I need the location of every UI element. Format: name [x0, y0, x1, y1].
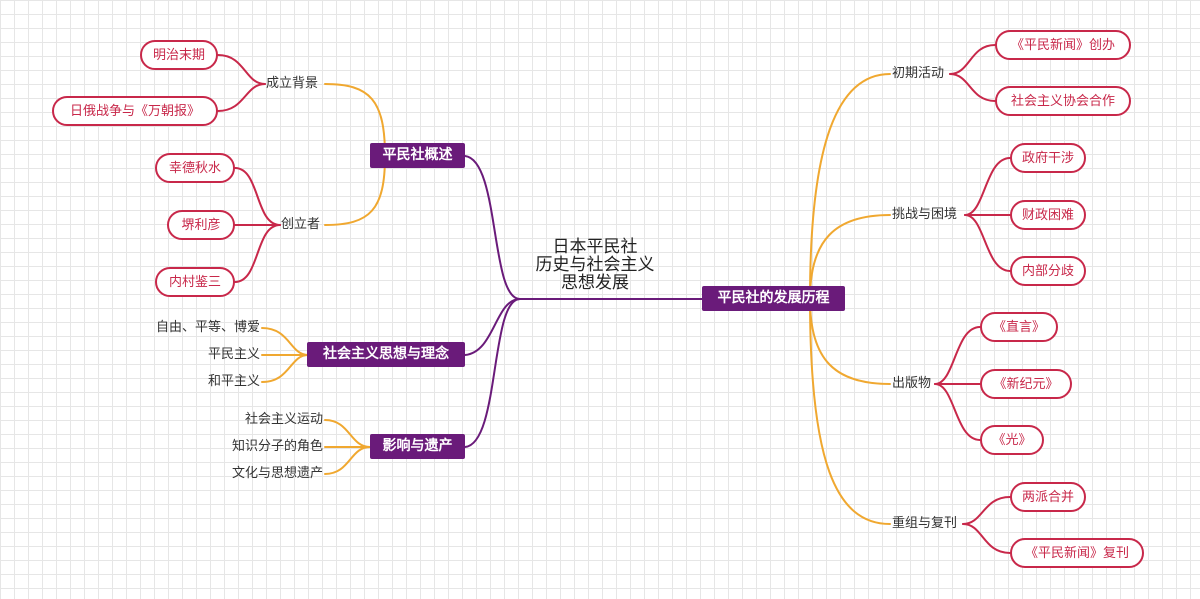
legacy-culture-thought[interactable]: 文化与思想遗产	[231, 466, 323, 481]
leaf-meiji-period[interactable]: 明治末期	[140, 40, 218, 70]
idea-liberty-equality[interactable]: 自由、平等、博爱	[155, 320, 260, 335]
subtopic-challenges[interactable]: 挑战与困境	[892, 207, 958, 222]
central-topic-line-1: 日本平民社	[552, 237, 638, 257]
leaf-hikari[interactable]: 《光》	[980, 425, 1044, 455]
leaf-heimin-shimbun-revived[interactable]: 《平民新闻》复刊	[1010, 538, 1144, 568]
leaf-financial-difficulty[interactable]: 财政困难	[1010, 200, 1086, 230]
leaf-chokugen[interactable]: 《直言》	[980, 312, 1058, 342]
central-topic-line-2: 历史与社会主义	[535, 255, 655, 275]
legacy-socialist-movement[interactable]: 社会主义运动	[244, 412, 323, 427]
leaf-heimin-shimbun-founded[interactable]: 《平民新闻》创办	[995, 30, 1131, 60]
topic-legacy[interactable]: 影响与遗产	[370, 434, 465, 459]
topic-development-history[interactable]: 平民社的发展历程	[702, 286, 845, 311]
leaf-socialist-association[interactable]: 社会主义协会合作	[995, 86, 1131, 116]
leaf-sakai-toshihiko[interactable]: 堺利彦	[167, 210, 235, 240]
idea-pacifism[interactable]: 和平主义	[207, 374, 260, 389]
leaf-uchimura-kanzo[interactable]: 内村鉴三	[155, 267, 235, 297]
legacy-intellectuals[interactable]: 知识分子的角色	[231, 439, 323, 454]
leaf-shinkigen[interactable]: 《新纪元》	[980, 369, 1072, 399]
leaf-russo-japanese-war[interactable]: 日俄战争与《万朝报》	[52, 96, 218, 126]
subtopic-reorganization[interactable]: 重组与复刊	[892, 516, 958, 531]
topic-socialist-ideas[interactable]: 社会主义思想与理念	[307, 342, 465, 367]
subtopic-background[interactable]: 成立背景	[266, 76, 319, 91]
subtopic-founders[interactable]: 创立者	[281, 217, 321, 232]
central-topic[interactable]: 日本平民社 历史与社会主义 思想发展	[505, 238, 685, 292]
leaf-government-interference[interactable]: 政府干涉	[1010, 143, 1086, 173]
leaf-internal-division[interactable]: 内部分歧	[1010, 256, 1086, 286]
subtopic-publications[interactable]: 出版物	[892, 376, 932, 391]
idea-populism[interactable]: 平民主义	[207, 347, 260, 362]
subtopic-early-activities[interactable]: 初期活动	[892, 66, 945, 81]
leaf-factions-merged[interactable]: 两派合并	[1010, 482, 1086, 512]
central-topic-line-3: 思想发展	[561, 273, 629, 293]
leaf-kotoku-shusui[interactable]: 幸德秋水	[155, 153, 235, 183]
topic-overview[interactable]: 平民社概述	[370, 143, 465, 168]
